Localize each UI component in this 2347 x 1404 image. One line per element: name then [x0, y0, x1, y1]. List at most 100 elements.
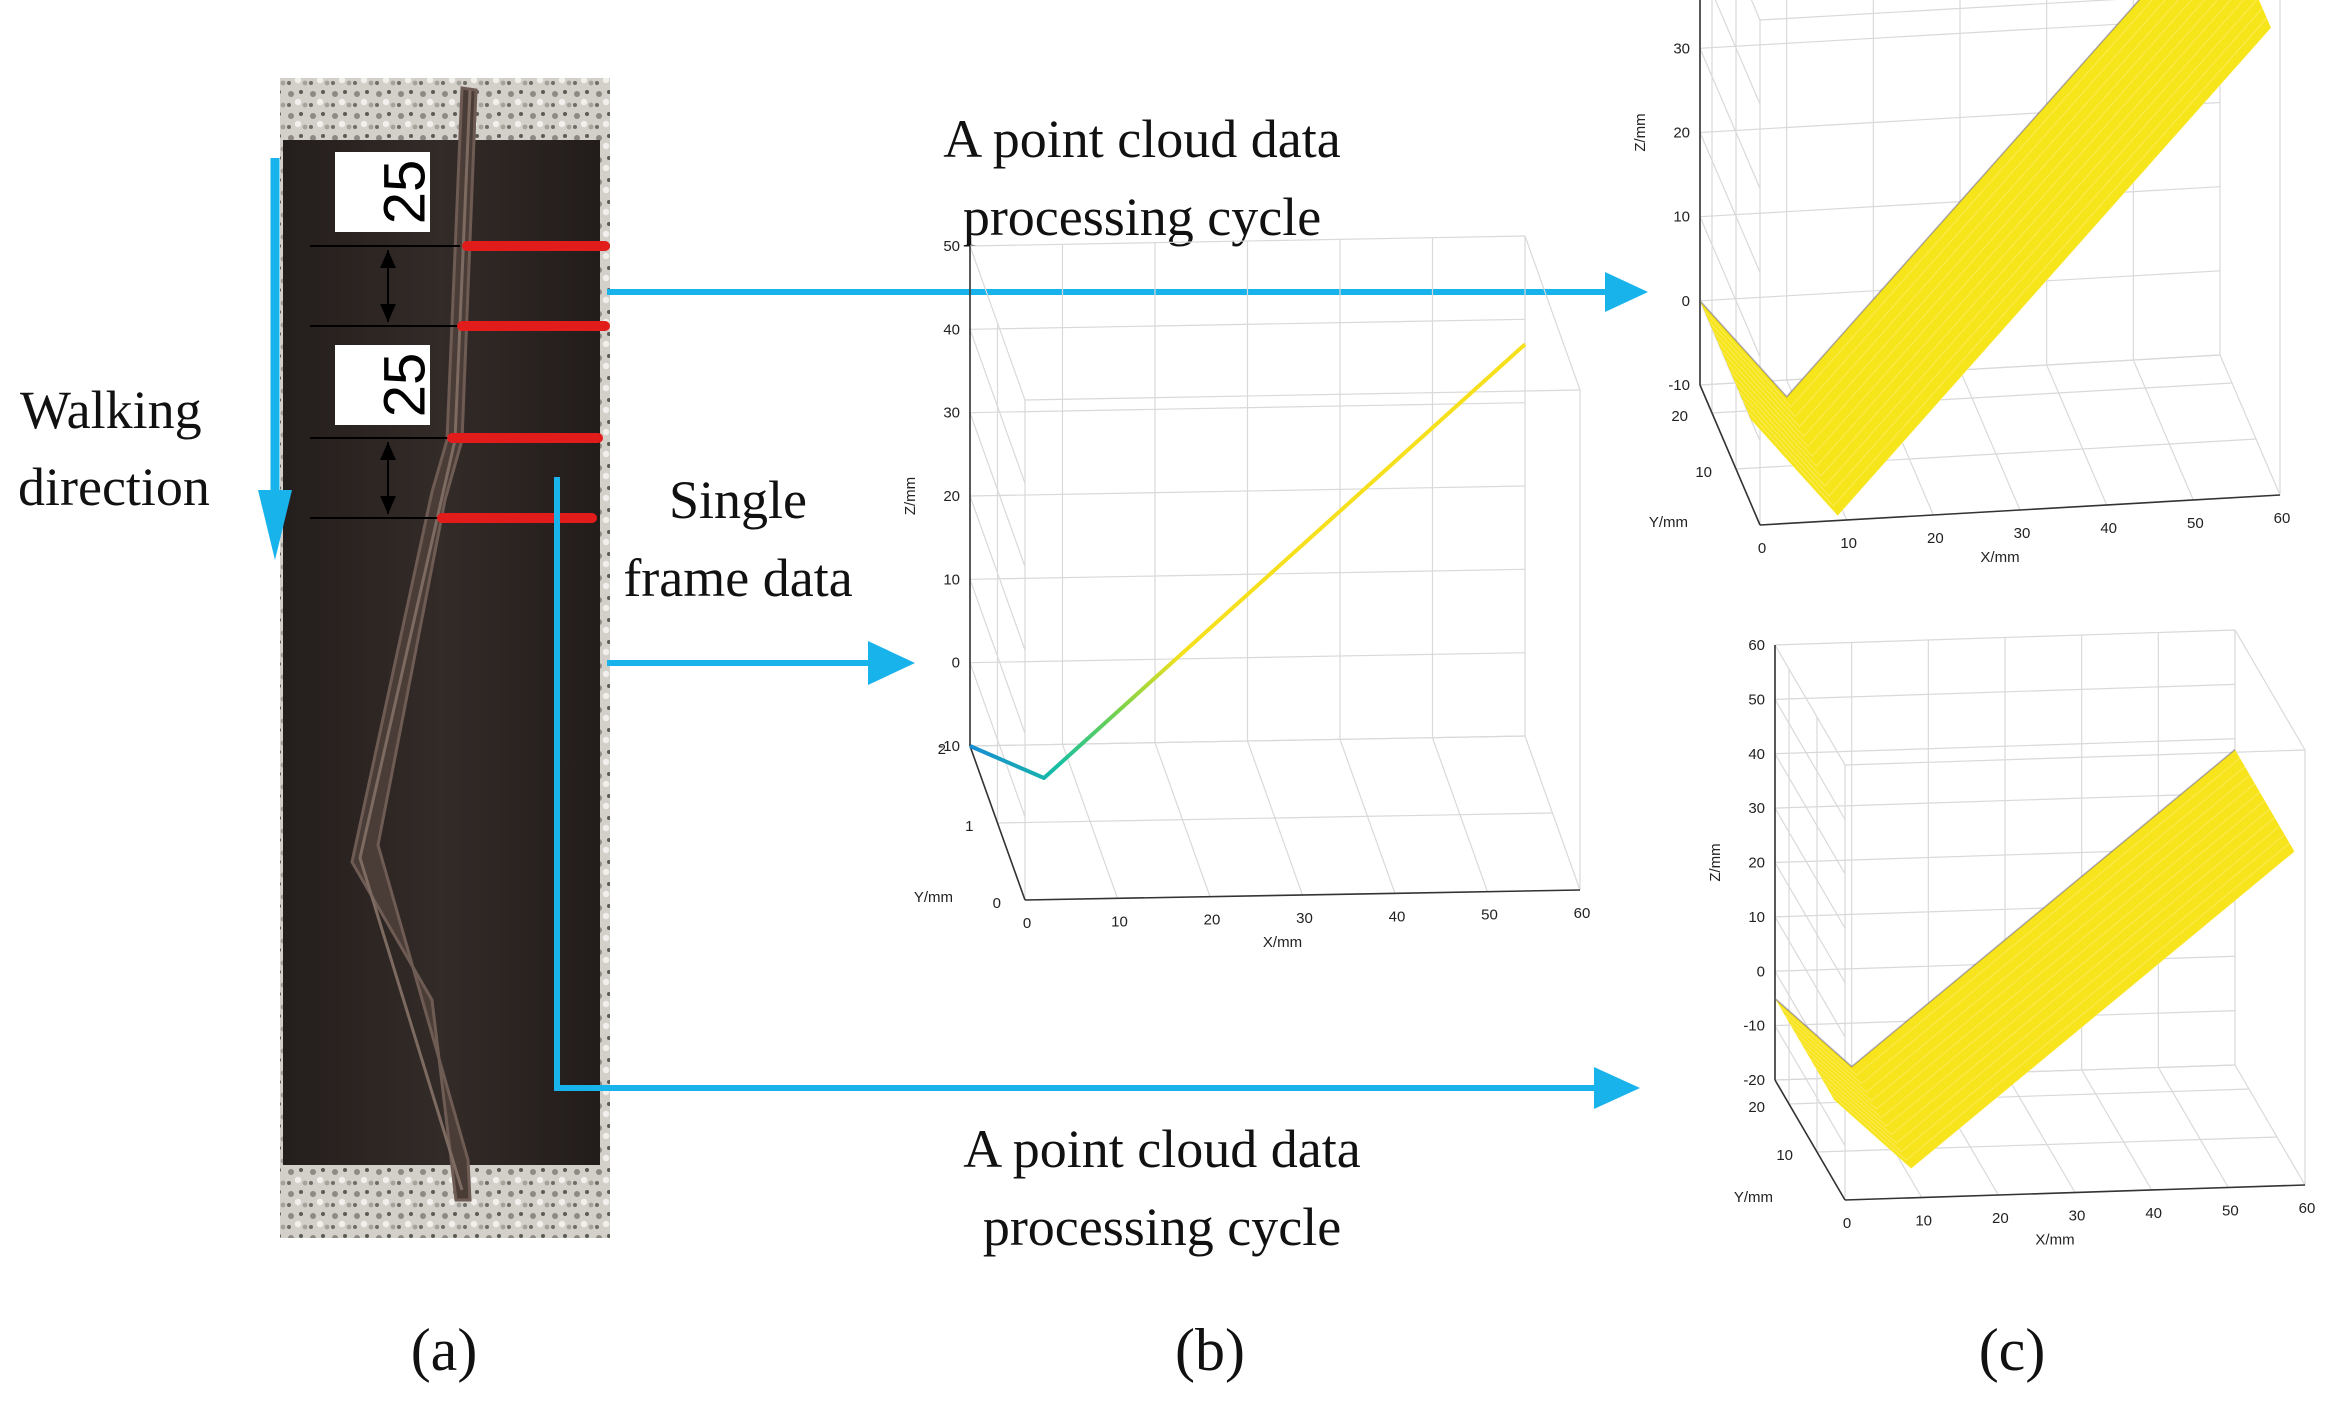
grid-line	[1714, 0, 1761, 105]
grid-line	[969, 652, 1526, 664]
y-tick-label: 10	[1776, 1147, 1793, 1164]
grid-line	[1774, 683, 2236, 700]
z-axis-label: Z/mm	[1632, 113, 1649, 151]
grid-line	[1699, 216, 1761, 357]
caption-b: (b)	[1175, 1317, 1245, 1383]
box-edge	[1524, 235, 1581, 890]
x-tick-label: 50	[2187, 515, 2204, 532]
x-axis-label: X/mm	[1263, 934, 1302, 951]
grid-line	[969, 568, 1526, 580]
x-tick-label: 50	[1481, 907, 1498, 924]
walking-direction-label-1: Walking	[20, 380, 202, 440]
scan-line	[1716, 0, 2193, 438]
z-axis-label: Z/mm	[902, 477, 919, 515]
scan-line	[1799, 791, 2261, 1110]
grid-line	[1774, 792, 2236, 809]
y-tick-label: 1	[965, 818, 973, 835]
x-tick-label: 60	[1574, 905, 1591, 922]
walking-direction-label-2: direction	[18, 457, 210, 517]
dimension-label-2: 25	[373, 353, 438, 418]
grid-line	[1699, 300, 1761, 442]
scan-line	[1725, 0, 2219, 458]
grid-line	[997, 812, 1553, 824]
cycle-bottom-label-1: A point cloud data	[963, 1119, 1360, 1179]
x-tick-label: 20	[1927, 530, 1944, 547]
point-cloud-surface	[1700, 0, 2271, 516]
arrow-to-cycle-bottom	[554, 477, 1598, 1091]
single-frame-label-1: Single	[669, 470, 807, 530]
grid-lines	[969, 235, 1581, 901]
z-tick-label: 10	[943, 571, 960, 588]
z-tick-label: -10	[1743, 1018, 1765, 1035]
grid-line	[2132, 359, 2194, 501]
x-tick-label: 30	[2069, 1208, 2086, 1225]
z-tick-label: 50	[1748, 691, 1765, 708]
grid-line	[1750, 0, 1761, 21]
x-tick-label: 40	[2145, 1205, 2162, 1222]
y-tick-label: 0	[993, 895, 1001, 912]
grid-line	[969, 318, 1526, 330]
point-cloud-surface	[1775, 749, 2295, 1169]
y-axis-line	[969, 745, 1026, 901]
z-tick-label: 20	[943, 488, 960, 505]
grid-line	[1959, 369, 2021, 511]
x-tick-label: 30	[2014, 525, 2031, 542]
z-tick-label: 60	[1748, 637, 1765, 654]
grid-line	[1774, 807, 1846, 929]
cycle-top-label-1: A point cloud data	[943, 109, 1340, 169]
grid-line	[2234, 1064, 2306, 1186]
scan-line	[1750, 27, 2272, 517]
z-tick-label: 50	[943, 238, 960, 255]
dimension-label-box-2	[335, 345, 430, 425]
z-tick-label: 20	[1748, 855, 1765, 872]
grid-line	[2157, 1067, 2229, 1188]
grid-line	[2081, 1069, 2153, 1191]
dimension-label-1: 25	[373, 160, 438, 225]
scan-line	[1829, 842, 2290, 1161]
y-tick-label: 20	[1748, 1099, 1765, 1116]
y-axis-label: Y/mm	[914, 889, 953, 906]
box-edge	[1024, 389, 1581, 401]
z-tick-label: -10	[1668, 377, 1690, 394]
scan-line	[1794, 783, 2256, 1102]
scan-line	[1742, 7, 2263, 497]
grid-line	[1774, 699, 1846, 820]
x-tick-label: 0	[1023, 915, 1031, 932]
z-tick-label: 10	[1748, 909, 1765, 926]
surface-edge	[1774, 749, 2236, 1068]
x-tick-label: 10	[1111, 913, 1128, 930]
box-edge	[1759, 0, 2118, 21]
grid-line	[969, 735, 1526, 747]
y-tick-label: 2	[938, 741, 946, 758]
scan-line	[1712, 0, 2180, 428]
walking-direction-arrowhead	[258, 490, 292, 560]
scan-line	[1699, 0, 2140, 398]
dimension-arrowheads	[380, 250, 396, 514]
grid-line	[2219, 354, 2281, 496]
x-tick-label: 60	[2274, 510, 2291, 527]
single-frame-label-2: frame data	[623, 548, 852, 608]
scan-line	[1703, 0, 2153, 408]
plot-cycle-top: 01020304050601020-1001020304050X/mmY/mmZ…	[1632, 0, 2290, 566]
arrowhead-cycle-top	[1605, 272, 1648, 312]
x-axis-label: X/mm	[2035, 1232, 2074, 1249]
z-tick-label: 30	[943, 405, 960, 422]
grid-line	[1774, 753, 1846, 875]
y-tick-label: 10	[1695, 464, 1712, 481]
y-axis-label: Y/mm	[1734, 1189, 1773, 1206]
scan-line	[1779, 757, 2241, 1076]
x-axis-line	[1759, 494, 2281, 526]
x-tick-label: 40	[2100, 520, 2117, 537]
z-tick-label: 0	[1757, 963, 1765, 980]
scan-line	[1824, 834, 2285, 1153]
workpiece-edge-highlight	[358, 89, 472, 1191]
z-tick-label: 0	[952, 655, 960, 672]
z-tick-label: -10	[938, 738, 960, 755]
scan-line	[1729, 0, 2232, 468]
scan-line	[1746, 17, 2268, 507]
grid-line	[1699, 48, 1761, 189]
grid-line	[1774, 629, 2236, 646]
grid-line	[1774, 738, 2236, 755]
x-tick-label: 50	[2222, 1203, 2239, 1220]
